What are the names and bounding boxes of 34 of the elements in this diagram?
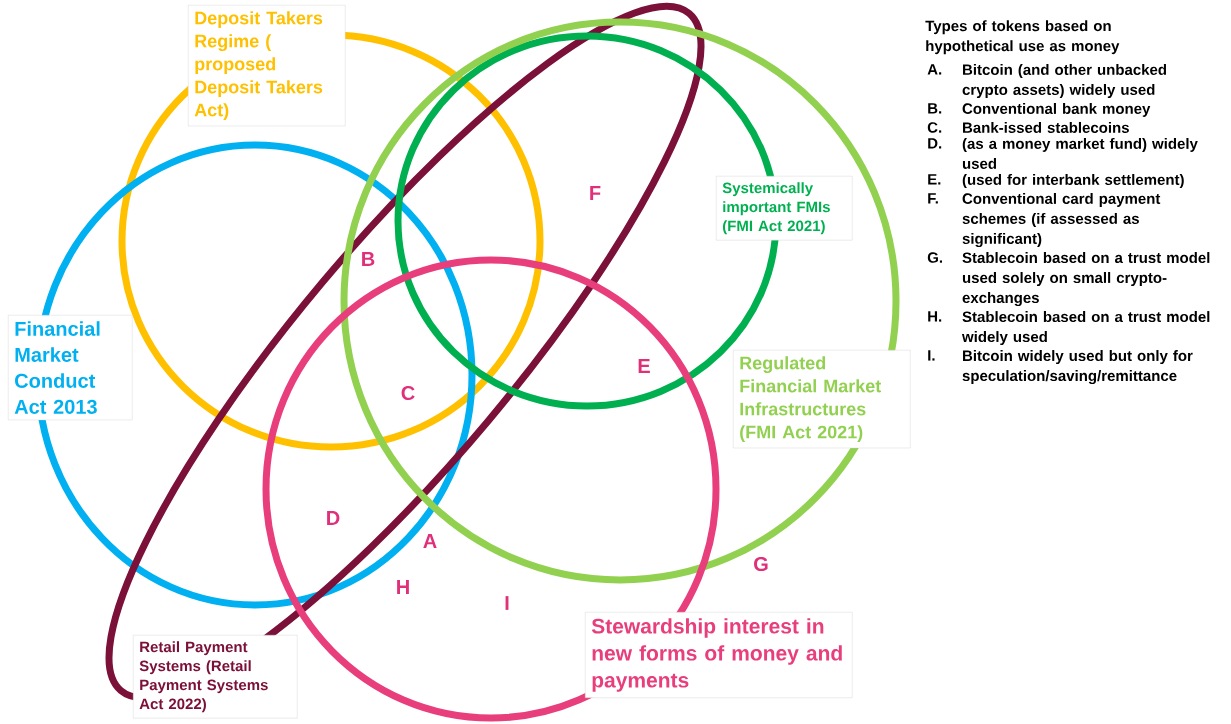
- region-letter: H: [397, 580, 409, 594]
- list-letter: A.: [927, 64, 942, 75]
- label-box: Financial Market Conduct Act 2013: [8, 315, 133, 421]
- label-box: Retail Payment Systems (Retail Payment Systems Act 2022): [133, 635, 298, 719]
- label-box: Systemically important FMIs (FMI Act 2021): [716, 176, 853, 241]
- list-item: Conventional bank money: [962, 103, 1151, 117]
- list-letter: H.: [928, 311, 942, 322]
- list-letter: F.: [928, 193, 938, 204]
- label-box: Stewardship interest in new forms of money and payments: [585, 612, 853, 698]
- region-letter: I: [505, 596, 509, 610]
- region-letter: F: [590, 186, 601, 200]
- list-letter: G.: [927, 252, 942, 263]
- list-heading: Types of tokens based on hypothetical use as money: [925, 20, 1120, 55]
- region-letter: C: [401, 385, 415, 401]
- list-item: Stablecoin based on a trust model widely used: [961, 311, 1210, 346]
- list-letter: E.: [928, 174, 941, 185]
- list-item: (as a money market fund) widely used: [962, 138, 1198, 169]
- list-item: (used for interbank settlement): [962, 174, 1184, 188]
- list-item: Stablecoin based on a trust model used solely on small crypto-exchanges: [962, 252, 1210, 307]
- label-box: Deposit Takers Regime ( proposed Deposit Takers Act): [188, 5, 346, 127]
- region-letter: D: [327, 511, 340, 525]
- list-item: Bank-issed stablecoins: [963, 121, 1129, 133]
- list-letter: B.: [928, 103, 942, 114]
- list-letter: C.: [927, 122, 942, 133]
- region-letter: G: [754, 556, 768, 572]
- list-letter: D.: [928, 138, 942, 149]
- list-item: Bitcoin (and other unbacked crypto assets) widely used: [962, 64, 1166, 98]
- list-item: Bitcoin widely used but only for speculation/saving/remittance: [962, 350, 1193, 385]
- region-letter: E: [638, 359, 650, 373]
- label-box: Regulated Financial Market Infrastructures (FMI Act 2021): [733, 350, 911, 449]
- region-letter: A: [423, 534, 437, 548]
- list-letter: I.: [928, 350, 935, 361]
- region-letter: B: [362, 252, 375, 266]
- list-item: Conventional card payment schemes (if assessed as significant): [962, 192, 1161, 248]
